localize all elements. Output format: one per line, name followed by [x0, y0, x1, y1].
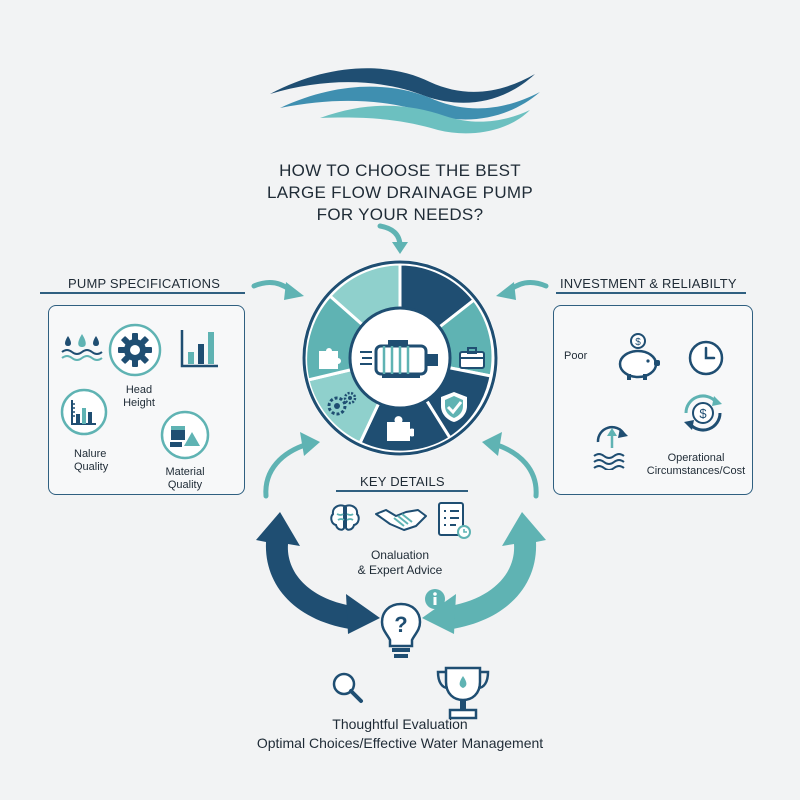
material-quality-label: Material Quality	[165, 466, 205, 491]
right-heading-rule	[556, 292, 746, 294]
right-up-arrow-icon	[476, 420, 556, 500]
title-arrow-icon	[376, 222, 416, 256]
magnifier-icon	[330, 670, 364, 704]
operational-cost-label: Operational Circumstances/Cost	[646, 452, 746, 477]
right-arrow-icon	[490, 276, 550, 310]
clock-icon	[686, 338, 726, 378]
materials-icon	[160, 410, 210, 460]
puzzle-icon	[316, 344, 344, 372]
left-heading-rule	[40, 292, 245, 294]
big-right-cycle-arrow-icon	[416, 506, 546, 636]
shield-check-icon	[438, 390, 470, 424]
brain-icon	[328, 502, 362, 534]
checklist-icon	[436, 500, 472, 540]
title-line-2: LARGE FLOW DRAINAGE PUMP	[266, 183, 534, 202]
evaluation-advice-label: Onaluation & Expert Advice	[357, 548, 443, 577]
title-line-3: FOR YOUR NEEDS?	[316, 205, 484, 224]
lightbulb-question-icon: ?	[378, 600, 424, 662]
piggy-bank-icon: $	[612, 332, 664, 382]
svg-text:?: ?	[394, 612, 407, 637]
title-line-1: HOW TO CHOOSE THE BEST	[279, 161, 521, 180]
water-level-icon	[590, 420, 634, 470]
big-left-cycle-arrow-icon	[256, 506, 386, 636]
investment-reliability-panel	[553, 305, 753, 495]
gears-icon	[326, 390, 358, 418]
pump-specifications-heading: PUMP SPECIFICATIONS	[68, 276, 221, 291]
key-details-rule	[336, 490, 468, 492]
bar-chart-icon	[178, 326, 222, 370]
poor-label: Poor	[564, 350, 588, 362]
left-arrow-icon	[250, 276, 310, 310]
page-title: HOW TO CHOOSE THE BEST LARGE FLOW DRAINA…	[0, 160, 800, 226]
thoughtful-evaluation-text: Thoughtful Evaluation	[332, 716, 468, 732]
dollar-cycle-icon: $	[676, 386, 730, 440]
head-height-label: Head Height	[123, 384, 155, 409]
svg-text:$: $	[635, 337, 641, 348]
nature-quality-label: Nalure Quality	[74, 448, 109, 473]
gear-icon	[108, 323, 162, 377]
handshake-icon	[374, 506, 428, 532]
svg-text:$: $	[699, 406, 707, 421]
puzzle-piece-icon	[384, 414, 414, 444]
ruler-chart-icon	[60, 388, 108, 436]
optimal-choices-text: Optimal Choices/Effective Water Manageme…	[256, 735, 544, 751]
info-icon	[424, 588, 446, 610]
investment-reliability-heading: INVESTMENT & RELIABILTY	[560, 276, 737, 291]
left-up-arrow-icon	[246, 420, 326, 500]
pump-icon	[358, 338, 442, 382]
key-details-heading: KEY DETAILS	[360, 474, 445, 489]
wave-logo-icon	[260, 52, 550, 142]
water-drops-icon	[60, 330, 106, 362]
briefcase-icon	[458, 346, 486, 370]
trophy-icon	[434, 664, 492, 722]
